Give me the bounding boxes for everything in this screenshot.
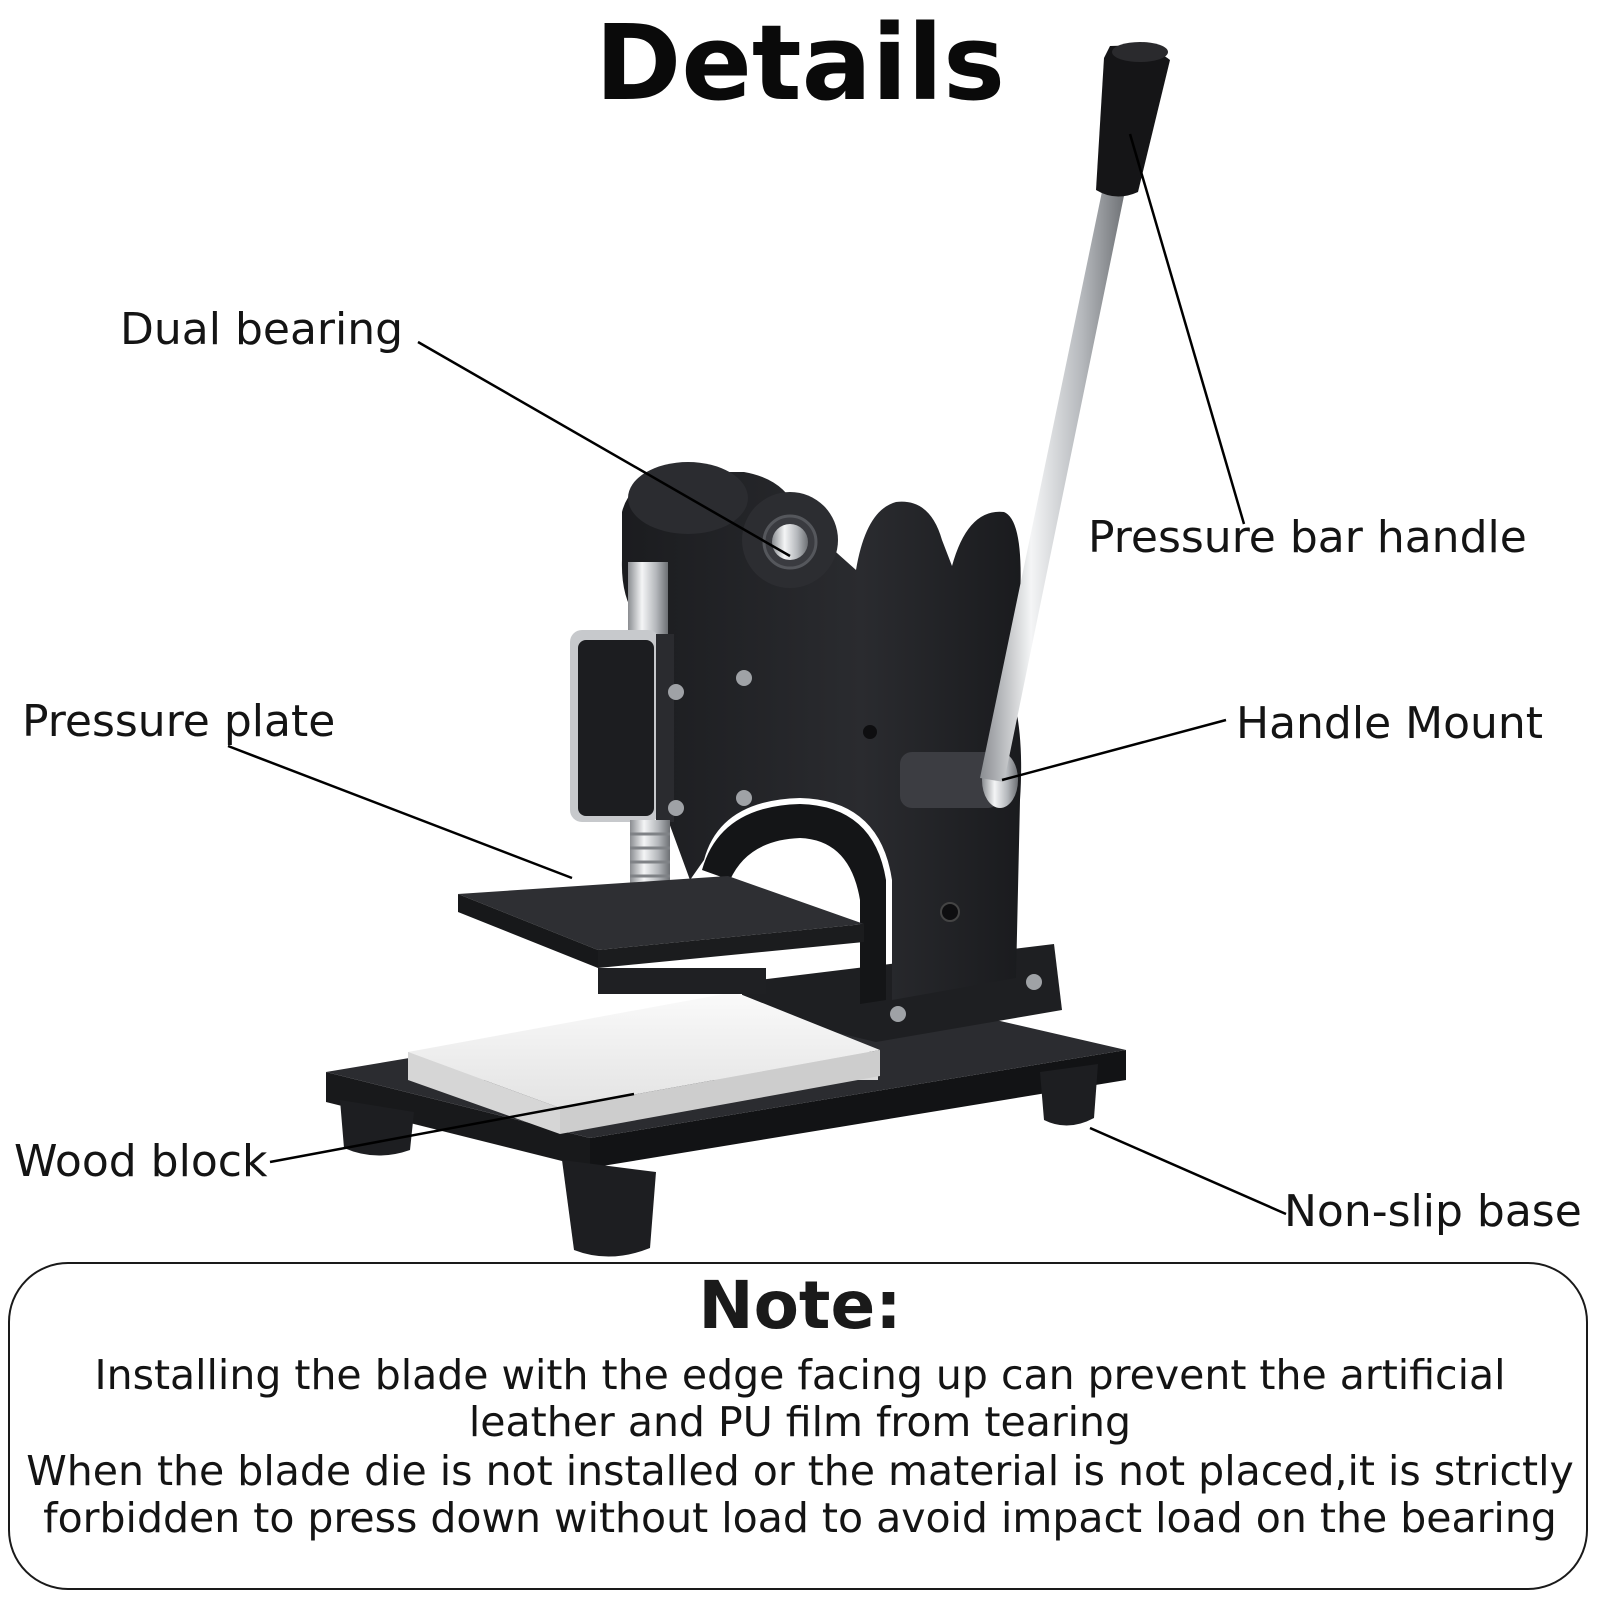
wood-block-shape [408,992,880,1134]
hand-press-machine-icon [227,42,1287,1257]
leader-handle-mount [1001,718,1227,782]
housing-screws [668,670,1042,1022]
pressure-plate-shape [458,876,864,994]
leader-pressure-bar-handle [1128,133,1246,525]
ram-housing [570,630,674,822]
label-wood-block: Wood block [14,1136,268,1187]
dual-bearing-icon [762,514,818,570]
leader-lines [227,133,1287,1216]
leader-pressure-plate [227,744,573,880]
label-non-slip-base: Non-slip base [1284,1186,1582,1237]
press-frame [621,462,1022,1004]
note-box [8,1262,1588,1590]
label-handle-mount: Handle Mount [1236,698,1544,749]
leader-dual-bearing [417,340,791,558]
non-slip-feet [340,1064,1098,1257]
page-title: Details [595,2,1005,124]
label-dual-bearing: Dual bearing [120,304,404,355]
note-line-1: Installing the blade with the edge facin… [94,1351,1506,1446]
handle-knob-icon [1096,42,1170,197]
lever-bar [980,182,1126,782]
note-title: Note: [698,1267,902,1344]
label-pressure-plate: Pressure plate [22,696,336,747]
leader-non-slip-base [1089,1126,1287,1216]
note-line-2: When the blade die is not installed or t… [26,1447,1574,1542]
label-pressure-bar-handle: Pressure bar handle [1088,512,1527,563]
leader-wood-block [269,1092,635,1164]
